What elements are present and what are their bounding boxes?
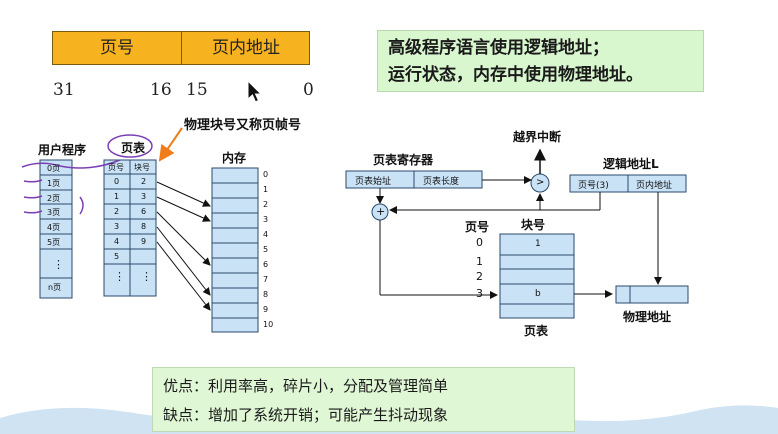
logical-page-field: 页号(3) — [578, 181, 609, 191]
table-row-3-block: 8 — [141, 222, 147, 231]
row-label-0: 0 — [476, 236, 483, 249]
offset-field: 页内地址 — [212, 38, 280, 58]
table-start-field: 页表始址 — [355, 177, 392, 187]
mem-label-2: 2 — [263, 200, 269, 209]
table-row-6-page: ⋮ — [114, 270, 125, 283]
physical-address-box — [615, 285, 689, 304]
page-1: 1页 — [47, 179, 61, 188]
table-row-0-page: 0 — [114, 177, 120, 186]
table-row-2-block: 6 — [141, 207, 147, 216]
row-label-2: 2 — [476, 270, 483, 283]
bit-31: 31 — [53, 80, 75, 100]
frame-number-note: 物理块号又称页帧号 — [184, 118, 302, 133]
table-row-5-page: 5 — [114, 252, 120, 261]
memory-label: 内存 — [222, 151, 247, 165]
page-table-label: 页表 — [121, 141, 146, 155]
user-program-column — [39, 159, 73, 299]
page-4: 4页 — [47, 223, 61, 232]
mem-label-0: 0 — [263, 170, 269, 179]
mem-label-8: 8 — [263, 290, 269, 299]
table-row-0-block: 2 — [141, 177, 147, 186]
table-header-page: 页号 — [108, 163, 124, 172]
mem-label-9: 9 — [263, 305, 269, 314]
page-table-register-label: 页表寄存器 — [373, 153, 434, 167]
mem-label-6: 6 — [263, 260, 269, 269]
table-row-4-block: 9 — [141, 237, 147, 246]
mapping-arrows — [156, 181, 211, 311]
mem-label-3: 3 — [263, 215, 269, 224]
page-3: 3页 — [47, 208, 61, 217]
user-program-label: 用户程序 — [38, 143, 87, 157]
block-number-label: 块号 — [521, 218, 546, 232]
row-label-1: 1 — [476, 255, 483, 268]
page-5: 5页 — [47, 238, 61, 247]
cons-text: 缺点：增加了系统开销；可能产生抖动现象 — [163, 406, 449, 424]
page-n: n页 — [48, 283, 62, 292]
physical-address-label: 物理地址 — [623, 310, 672, 324]
logical-address-label: 逻辑地址L — [603, 157, 659, 171]
page-number-label: 页号 — [465, 220, 490, 234]
table-row-6-block: ⋮ — [141, 270, 152, 283]
note-line-2: 运行状态，内存中使用物理地址。 — [388, 65, 643, 85]
table-row-3-page: 3 — [114, 222, 120, 231]
logical-offset-field: 页内地址 — [636, 181, 673, 191]
right-page-table-label: 页表 — [524, 324, 549, 338]
bit-15: 15 — [186, 80, 208, 100]
mem-label-5: 5 — [263, 245, 269, 254]
pros-cons-note: 优点：利用率高，碎片小，分配及管理简单 缺点：增加了系统开销；可能产生抖动现象 — [152, 367, 575, 432]
mem-label-10: 10 — [263, 320, 274, 329]
annotation-arrow — [158, 127, 183, 162]
page-ellipsis: ⋮ — [53, 258, 64, 271]
mem-label-7: 7 — [263, 275, 269, 284]
adder-symbol: + — [376, 205, 386, 218]
table-header-block: 块号 — [134, 163, 150, 172]
page-number-field: 页号 — [53, 32, 182, 64]
table-row-4-page: 4 — [114, 237, 120, 246]
address-format-bar: 页号 页内地址 — [52, 31, 310, 65]
bit-0: 0 — [303, 80, 314, 100]
row-label-3: 3 — [476, 287, 483, 300]
comparator-symbol: > — [536, 177, 545, 188]
cursor-icon — [247, 80, 263, 103]
page-0: 0页 — [47, 164, 61, 173]
row-value-3: b — [535, 289, 541, 299]
table-row-1-page: 1 — [114, 192, 120, 201]
pros-text: 优点：利用率高，碎片小，分配及管理简单 — [163, 377, 449, 395]
page-table-grid — [103, 159, 157, 297]
mem-label-4: 4 — [263, 230, 269, 239]
mem-label-1: 1 — [263, 185, 269, 194]
right-page-table — [499, 233, 575, 319]
table-length-field: 页表长度 — [423, 177, 460, 187]
note-line-1: 高级程序语言使用逻辑地址； — [388, 38, 609, 58]
pen-annotations — [21, 134, 153, 215]
page-2: 2页 — [47, 194, 61, 203]
table-row-1-block: 3 — [141, 192, 147, 201]
row-value-0: 1 — [535, 239, 541, 249]
memory-column — [211, 167, 259, 333]
bit-16: 16 — [150, 80, 172, 100]
address-note: 高级程序语言使用逻辑地址； 运行状态，内存中使用物理地址。 — [377, 30, 704, 92]
out-of-bounds-interrupt: 越界中断 — [513, 130, 562, 144]
table-row-2-page: 2 — [114, 207, 120, 216]
